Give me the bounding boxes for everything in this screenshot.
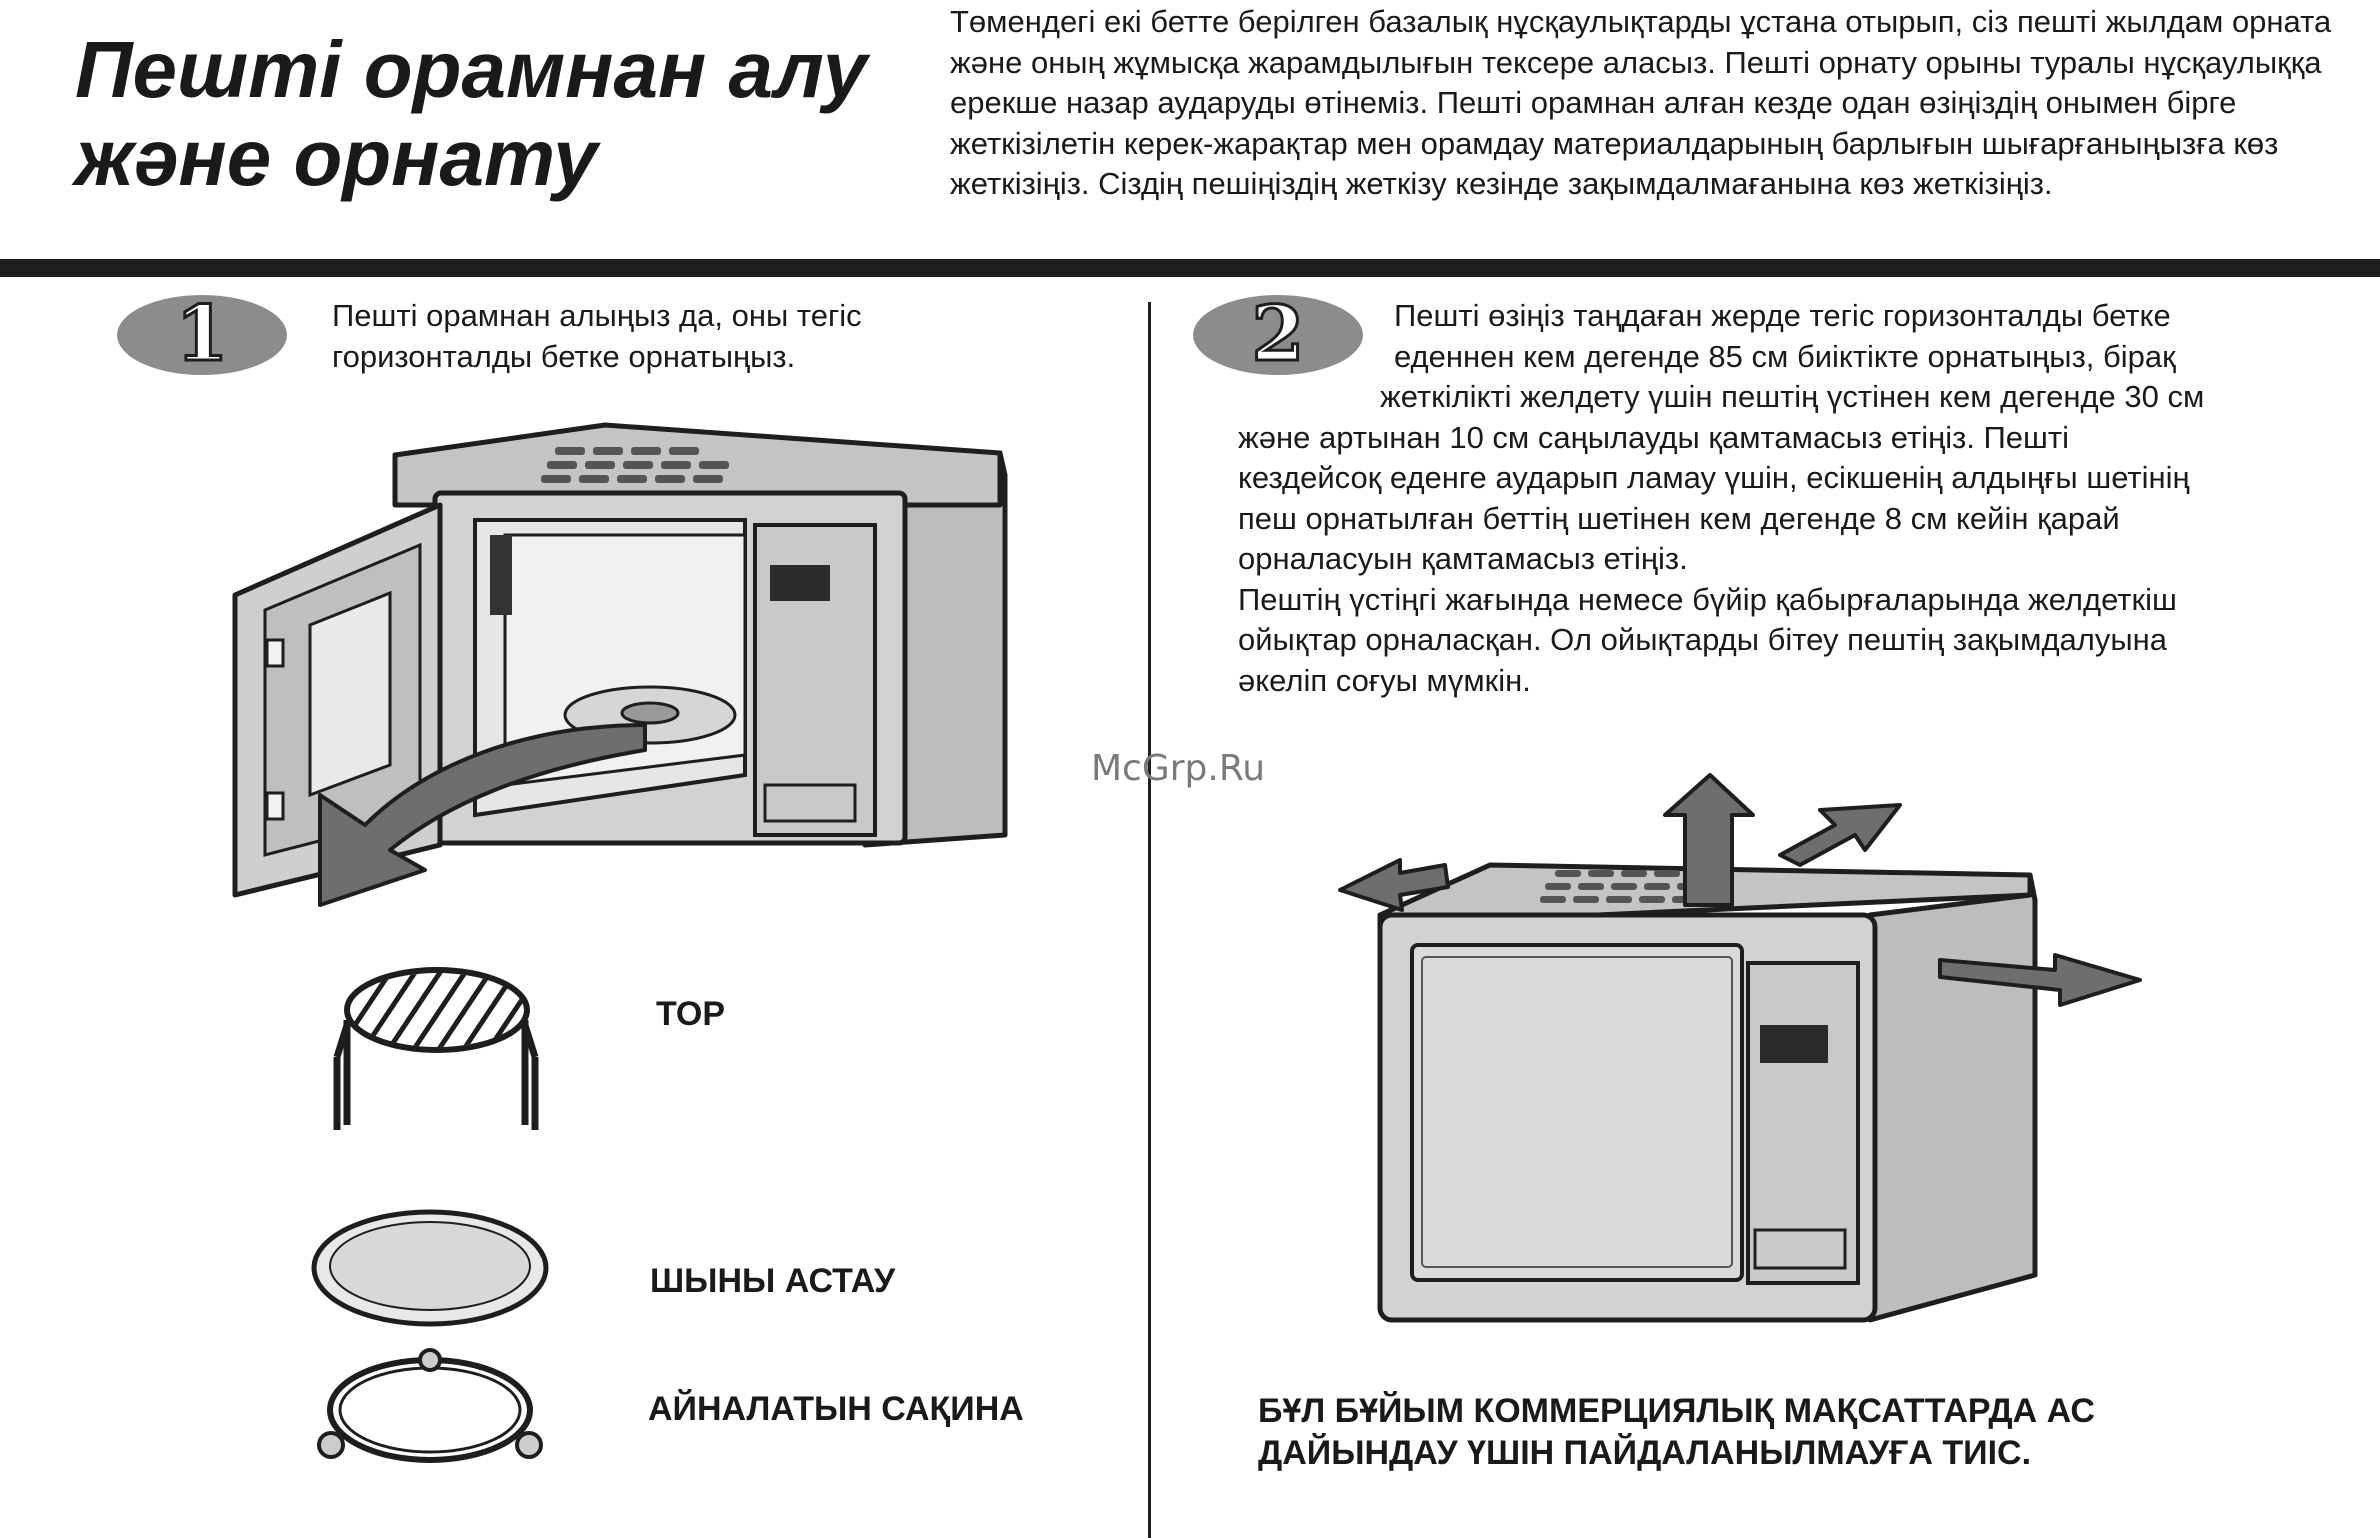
- step-2-line-6: пеш орнатылған беттің шетінен кем дегенд…: [1238, 501, 2120, 536]
- column-divider: [1148, 302, 1151, 1538]
- right-arrow-icon: [1938, 953, 2142, 1007]
- step-2-number: 2: [1252, 289, 1305, 378]
- left-arrow-icon: [1338, 858, 1450, 912]
- watermark: McGrp.Ru: [1091, 748, 1266, 789]
- glass-tray-label: ШЫНЫ АСТАУ: [650, 1262, 896, 1300]
- header-rule: [0, 259, 2380, 277]
- title-line-2: және орнату: [75, 113, 598, 202]
- warning-line-1: БҰЛ БҰЙЫМ КОММЕРЦИЯЛЫҚ МАҚСАТТАРДА АС: [1258, 1392, 2095, 1430]
- page-title: Пешті орамнан алу және орнату: [75, 26, 895, 202]
- step-1-badge: 1: [117, 288, 287, 380]
- top-vents-icon: [541, 447, 729, 483]
- intro-paragraph: Төмендегі екі бетте берілген базалық нұс…: [950, 4, 2332, 201]
- rack-icon: [333, 967, 539, 1130]
- step-2-line-10: әкеліп соғуы мүмкін.: [1238, 663, 1531, 698]
- title-line-1: Пешті орамнан алу: [75, 25, 868, 114]
- roller-ring-label: АЙНАЛАТЫН САҚИНА: [648, 1390, 1024, 1428]
- back-arrow-icon: [1778, 803, 1902, 867]
- step-1-text: Пешті орамнан алыңыз да, оны тегіс гориз…: [332, 298, 862, 374]
- closed-oven-illustration: [1338, 773, 2142, 1323]
- roller-ring-icon: [317, 1348, 543, 1463]
- step-2-line-2: еденнен кем дегенде 85 см биіктікте орна…: [1394, 339, 2176, 374]
- up-arrow-icon: [1663, 773, 1755, 907]
- glass-tray-icon: [311, 1209, 549, 1327]
- step-1-number: 1: [176, 289, 229, 378]
- commercial-use-warning: БҰЛ БҰЙЫМ КОММЕРЦИЯЛЫҚ МАҚСАТТАРДА АС ДА…: [1258, 1390, 2358, 1474]
- step-2-badge: 2: [1193, 288, 1363, 380]
- rack-label: ТОР: [656, 995, 726, 1033]
- curved-arrow-icon: [318, 723, 647, 907]
- step-2-line-7: орналасуын қамтамасыз етіңіз.: [1238, 541, 1688, 576]
- step-2-line-3: жеткілікті желдету үшін пештің үстінен к…: [1380, 379, 2205, 414]
- top-vents-icon: [1540, 870, 1703, 903]
- step-2-line-1: Пешті өзіңіз таңдаған жерде тегіс горизо…: [1394, 298, 2171, 333]
- step-2-line-4: және артынан 10 см саңылауды қамтамасыз …: [1238, 420, 2070, 455]
- step-2-line-8: Пештің үстіңгі жағында немесе бүйір қабы…: [1238, 582, 2177, 617]
- open-oven-illustration: [232, 422, 1008, 907]
- step-2-line-9: ойықтар орналасқан. Ол ойықтарды бітеу п…: [1238, 622, 2168, 657]
- step-2-line-5: кездейсоқ еденге аударып ламау үшін, есі…: [1238, 460, 2190, 495]
- warning-line-2: ДАЙЫНДАУ ҮШІН ПАЙДАЛАНЫЛМАУҒА ТИІС.: [1258, 1434, 2032, 1472]
